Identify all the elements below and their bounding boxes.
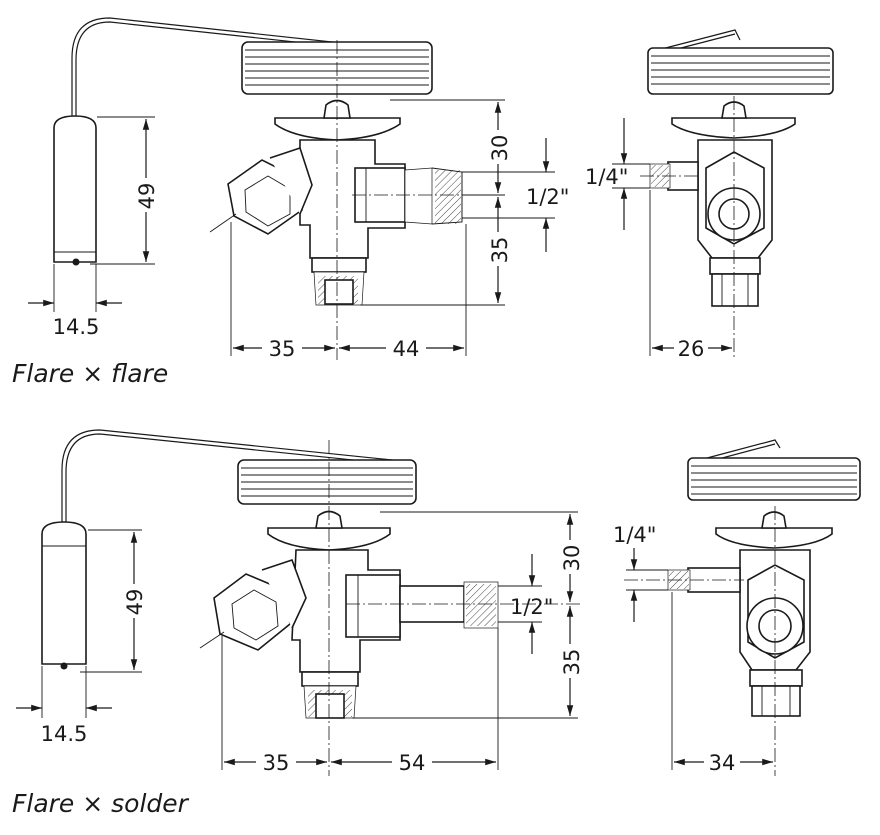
valve-body: [209, 139, 463, 306]
lower-height-dimension: 35: [352, 606, 584, 719]
side-width-label: 26: [678, 337, 705, 361]
side-view: 1/4" 34: [613, 439, 861, 776]
bulb-height-dimension: 49: [90, 116, 159, 265]
flare-flare-view: 49 14.5: [12, 17, 834, 388]
side-width-label: 34: [709, 751, 736, 775]
left-offset-label: 35: [269, 337, 296, 361]
equalizer-size-label: 1/4": [613, 523, 656, 547]
lower-height-dimension: 35: [360, 197, 512, 306]
bulb-height-dimension: 49: [80, 529, 147, 673]
sensing-bulb: [53, 115, 97, 266]
horizontal-dimensions: 35 44: [230, 222, 467, 361]
right-offset-label: 54: [399, 751, 426, 775]
bulb-height-label: 49: [135, 183, 159, 210]
horizontal-dimensions: 35 54: [221, 628, 499, 775]
lower-height-label: 35: [488, 237, 512, 264]
valve-head: [274, 99, 401, 141]
bulb-width-label: 14.5: [41, 722, 88, 746]
flare-solder-caption: Flare × solder: [12, 789, 190, 818]
valve-body: [199, 549, 499, 719]
flare-flare-caption: Flare × flare: [12, 359, 168, 388]
capillary-tube: [71, 17, 426, 118]
outlet-size-dimension: 1/2": [462, 138, 569, 252]
outlet-size-label: 1/2": [526, 185, 569, 209]
upper-height-label: 30: [488, 135, 512, 162]
bulb-width-dimension: 14.5: [28, 264, 122, 339]
lower-height-label: 35: [560, 649, 584, 676]
bulb-height-label: 49: [123, 589, 147, 616]
equalizer-size-label: 1/4": [585, 165, 628, 189]
flare-solder-view: 49 14.5: [12, 429, 861, 818]
outlet-size-dimension: 1/2": [498, 554, 553, 654]
upper-height-dimension: 30: [390, 99, 512, 196]
upper-height-dimension: 30: [380, 511, 584, 602]
side-view: 1/4" 26: [585, 29, 834, 361]
right-offset-label: 44: [393, 337, 420, 361]
bulb-width-label: 14.5: [53, 315, 100, 339]
left-offset-label: 35: [263, 751, 290, 775]
sensing-bulb: [41, 521, 87, 670]
outlet-size-label: 1/2": [510, 595, 553, 619]
bulb-width-dimension: 14.5: [16, 666, 112, 746]
upper-height-label: 30: [560, 545, 584, 572]
diaphragm-element: [237, 459, 417, 505]
